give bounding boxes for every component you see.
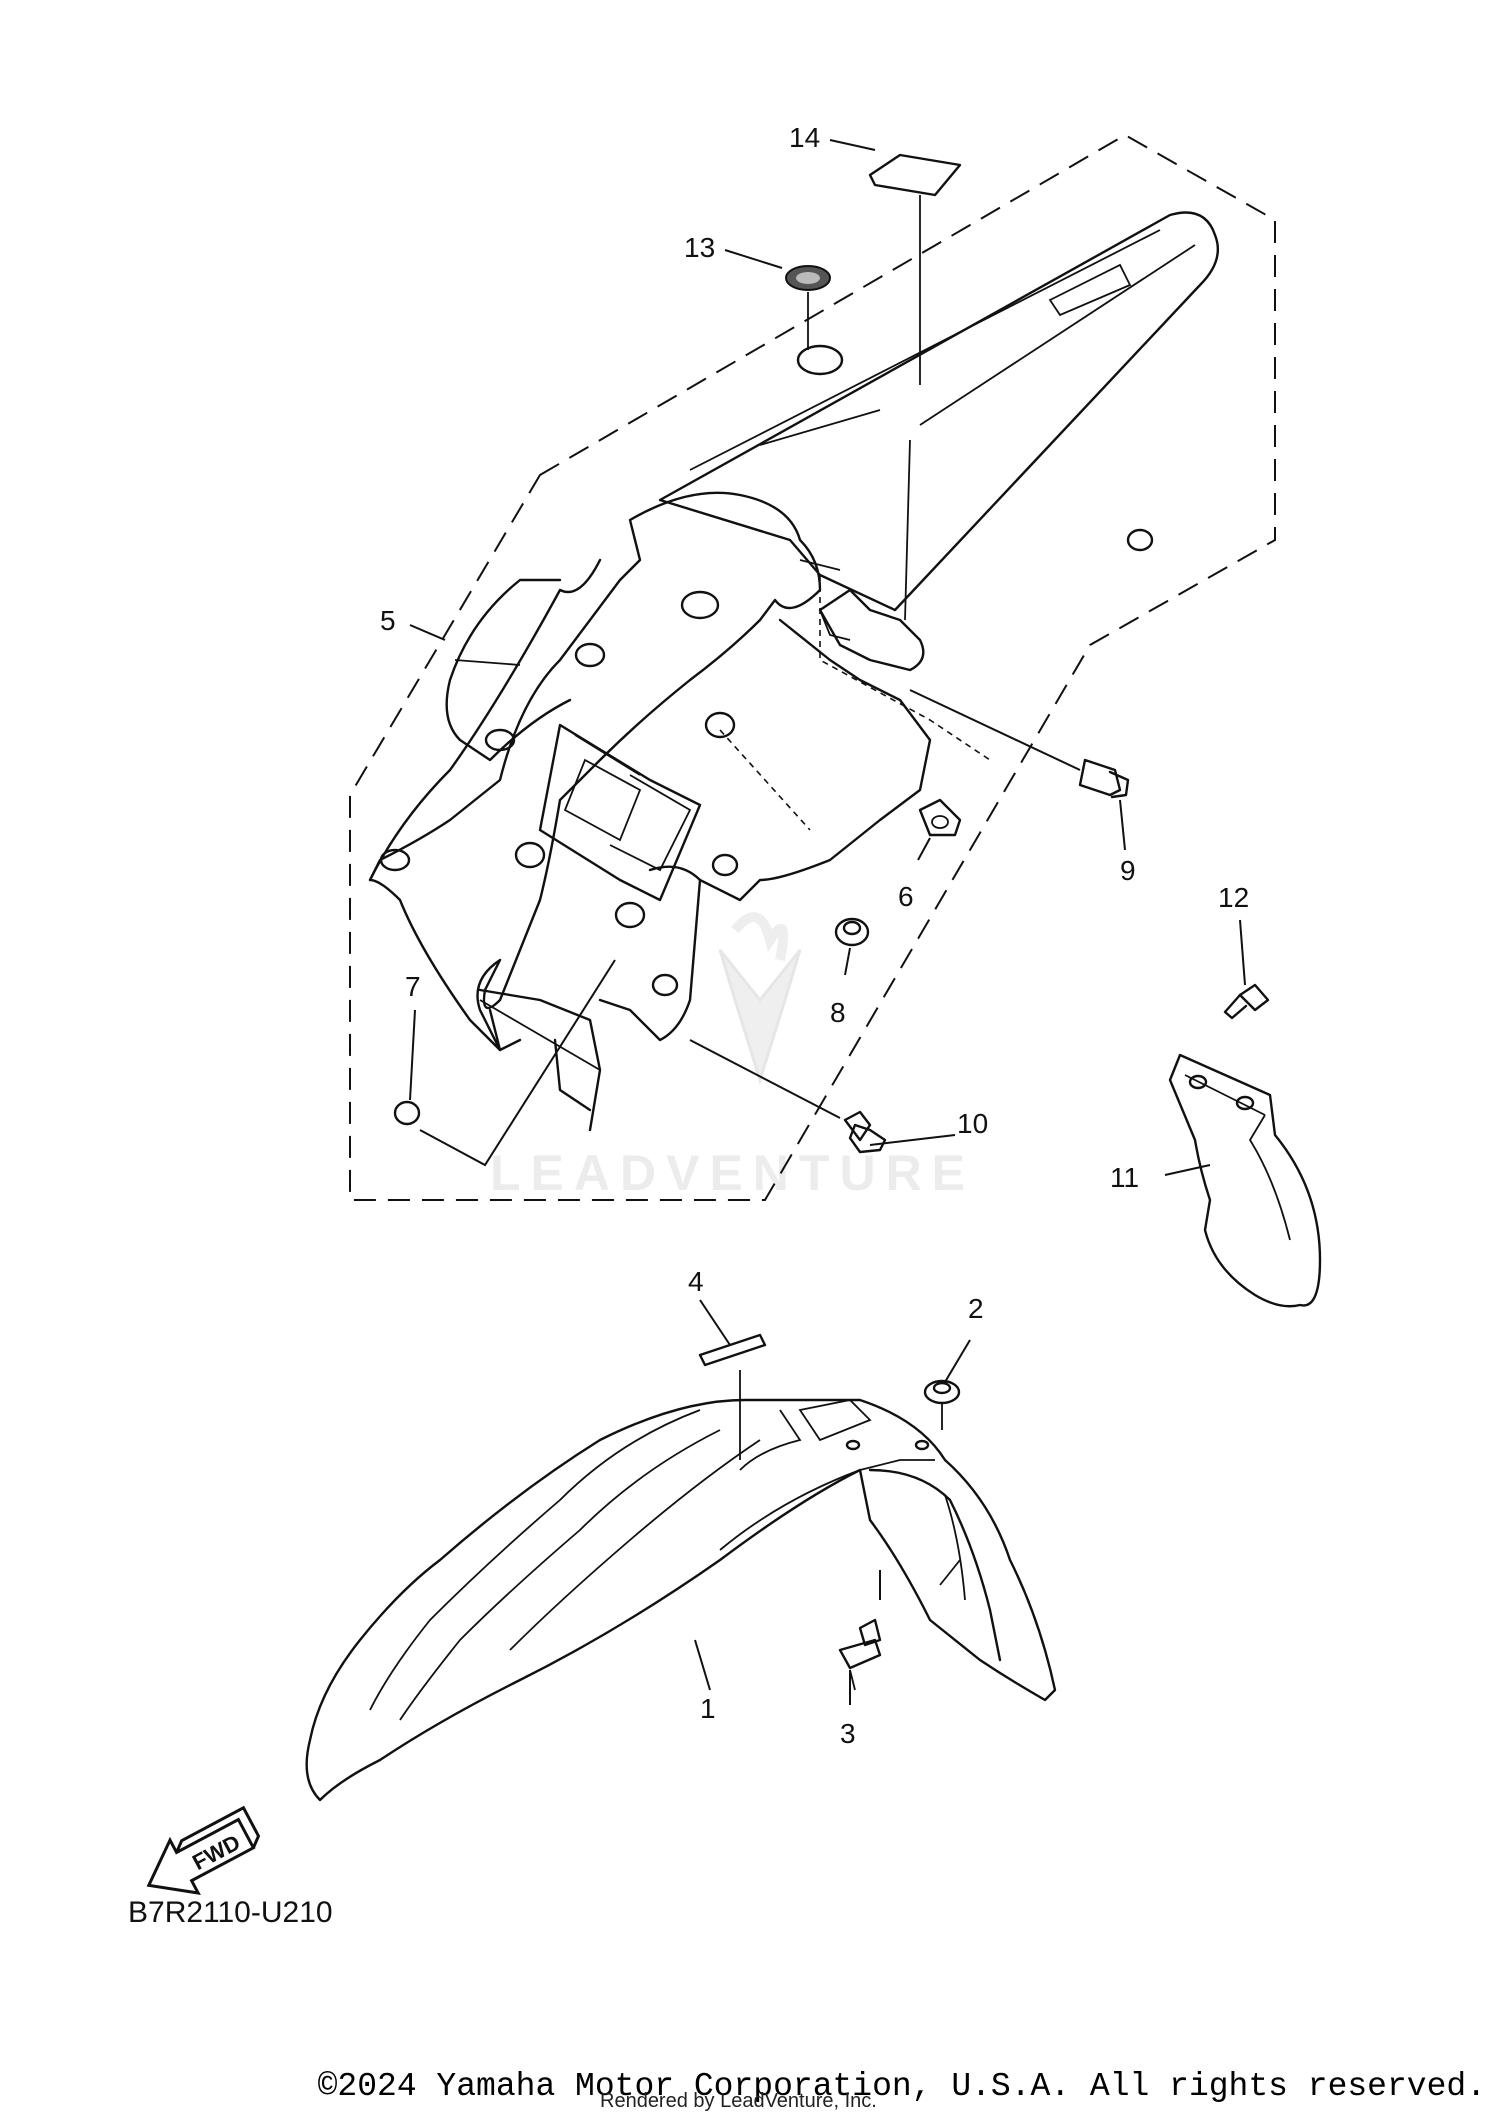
callout-9: 9 (1120, 855, 1136, 886)
callout-6: 6 (898, 881, 914, 912)
rendered-by-notice: Rendered by LeadVenture, Inc. (600, 2090, 877, 2112)
part-13-emblem (785, 265, 831, 350)
rear-fender-dotted-line-2 (819, 575, 991, 761)
part-9-bolt (909, 689, 1130, 799)
callout-13: 13 (684, 232, 715, 263)
callout-14: 14 (789, 122, 820, 153)
copyright-notice: ©2024 Yamaha Motor Corporation, U.S.A. A… (317, 2068, 1486, 2105)
part-8-grommet (834, 917, 870, 947)
leader-lines (409, 139, 1246, 1705)
callout-11: 11 (1110, 1162, 1139, 1193)
diagram-code: B7R2110-U210 (128, 1896, 333, 1929)
callout-4: 4 (688, 1266, 704, 1297)
part-14-sticker (868, 153, 962, 385)
part-12-screw (1223, 983, 1270, 1020)
rear-fender-group-boundary (349, 133, 1276, 1201)
watermark: LEADVENTURE (490, 912, 975, 1201)
part-3-bolt (838, 1618, 882, 1691)
callout-1: 1 (700, 1693, 716, 1724)
part-4-sticker (698, 1333, 767, 1460)
callout-12: 12 (1218, 882, 1249, 913)
part-10-bolt (689, 1039, 887, 1154)
callout-2: 2 (968, 1293, 984, 1324)
callout-3: 3 (840, 1718, 856, 1749)
rear-fender-dotted-line (719, 729, 811, 831)
part-11-mud-flap (1168, 1053, 1322, 1308)
callout-10: 10 (957, 1108, 988, 1139)
callout-labels: 14 13 5 9 6 12 7 8 10 11 4 2 1 3 (380, 122, 1249, 1749)
part-7-grommet (393, 959, 616, 1167)
rear-fender (368, 211, 1220, 1132)
part-2-grommet (923, 1379, 961, 1430)
front-fender (305, 1398, 1057, 1802)
part-6-nut (918, 798, 962, 837)
callout-5: 5 (380, 605, 396, 636)
callout-8: 8 (830, 997, 846, 1028)
watermark-text: LEADVENTURE (490, 1145, 975, 1201)
callout-7: 7 (405, 971, 421, 1002)
